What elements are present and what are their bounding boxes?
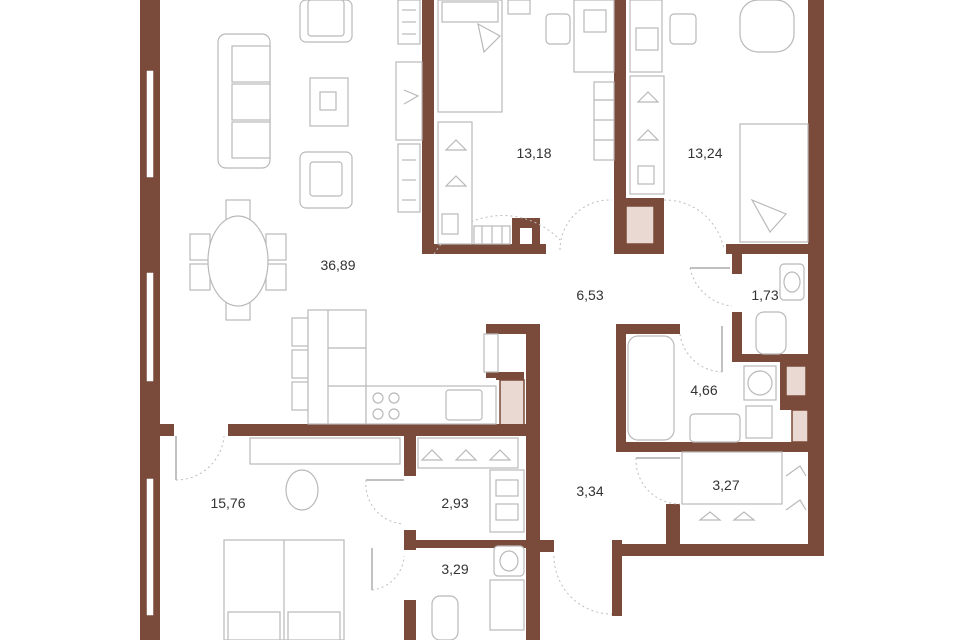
area-labels: 36,89 13,18 13,24 6,53 1,73 4,66 15,76 2… (210, 145, 778, 577)
bottom-bedroom-furniture (223, 437, 401, 640)
area-label-shower-room: 3,29 (441, 561, 468, 577)
kitchen-unit (291, 309, 499, 425)
area-label-wardrobe-center: 2,93 (441, 495, 468, 511)
right-bedroom-furniture (629, 0, 809, 243)
area-label-corridor: 3,34 (576, 483, 603, 499)
door-swings (175, 199, 733, 615)
area-label-bedroom-right: 13,24 (687, 145, 722, 161)
dining-table (189, 199, 287, 321)
area-label-hall: 6,53 (576, 287, 603, 303)
living-room-furniture (217, 0, 423, 213)
area-label-living-kitchen: 36,89 (320, 257, 355, 273)
area-label-bedroom-bottom: 15,76 (210, 495, 245, 511)
center-bedroom-furniture (437, 0, 615, 245)
area-label-bathroom: 4,66 (690, 382, 717, 398)
area-label-wc: 1,73 (751, 287, 778, 303)
left-facade-wall (140, 0, 174, 640)
wardrobe-and-shower (417, 437, 807, 640)
area-label-bedroom-center: 13,18 (516, 145, 551, 161)
area-label-wardrobe-right: 3,27 (712, 477, 739, 493)
sanitary-fixtures (627, 263, 805, 443)
